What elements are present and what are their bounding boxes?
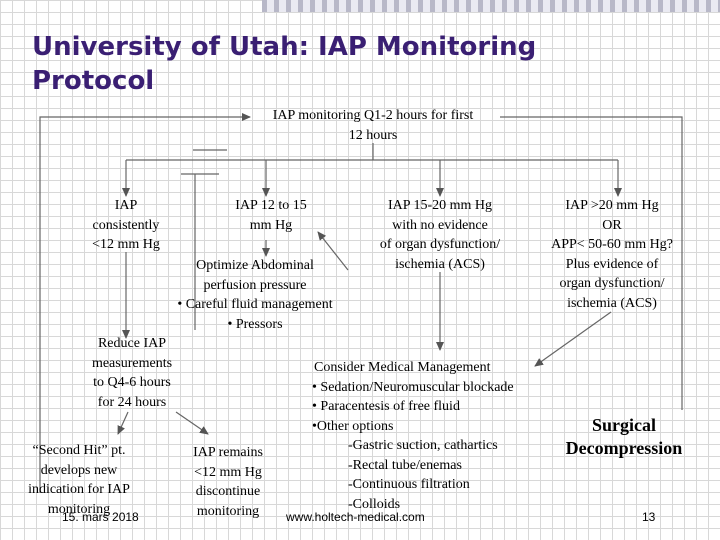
remains-line-1: IAP remains (193, 445, 263, 460)
branch-iap-12-15: IAP 12 to 15 mm Hg (216, 196, 326, 235)
optimize-line-1: Optimize Abdominal (196, 258, 314, 273)
footer-url: www.holtech-medical.com (286, 510, 425, 524)
medical-heading: Consider Medical Management (314, 360, 491, 375)
reduce-line-4: for 24 hours (97, 394, 167, 410)
root-line-2: 12 hours (348, 127, 398, 143)
mid-line-1: IAP 12 to 15 (235, 198, 307, 213)
high-line-3: of organ dysfunction/ (379, 237, 501, 252)
footer-page-number: 13 (642, 510, 656, 524)
root-monitoring-node: IAP monitoring Q1-2 hours for first 12 h… (258, 106, 488, 145)
medical-sub-1: -Gastric suction, cathartics (348, 438, 498, 453)
second-hit-line-4: monitoring (47, 501, 111, 517)
severe-line-6: ischemia (ACS) (567, 295, 657, 311)
medical-bullet-1: • Sedation/Neuromuscular blockade (312, 379, 514, 395)
branch-iap-15-20: IAP 15-20 mm Hg with no evidence of orga… (360, 196, 520, 274)
branch-iap-over-20: IAP >20 mm Hg OR APP< 50-60 mm Hg? Plus … (528, 196, 696, 313)
arrow-reduce-to-remains (175, 411, 209, 435)
medical-bullet-3: •Other options (312, 418, 394, 434)
remains-line-3: discontinue (195, 484, 261, 499)
root-line-1: IAP monitoring Q1-2 hours for first (272, 108, 474, 123)
second-hit-line-3: indication for IAP (28, 482, 130, 497)
reduce-line-2: measurements (91, 355, 173, 371)
surgical-line-2: Decompression (565, 438, 683, 458)
medical-sub-2: -Rectal tube/enemas (348, 457, 462, 473)
arrow-severe-to-medical (534, 311, 612, 367)
footer-date: 15. mars 2018 (62, 510, 139, 524)
mid-line-2: mm Hg (249, 217, 293, 233)
remains-line-2: <12 mm Hg (194, 464, 262, 480)
remains-line-4: monitoring (196, 503, 260, 519)
consistent-line-1: IAP (114, 198, 138, 213)
arrow-medical-to-mid (317, 231, 349, 271)
optimize-perfusion-node: Optimize Abdominal perfusion pressure • … (150, 256, 360, 334)
iap-remains-node: IAP remains <12 mm Hg discontinue monito… (178, 443, 278, 521)
reduce-line-1: Reduce IAP (97, 336, 167, 351)
high-line-4: ischemia (ACS) (395, 256, 485, 272)
loop-left-outer (39, 113, 251, 493)
consistent-line-2: consistently (92, 217, 160, 233)
optimize-line-2: perfusion pressure (203, 277, 307, 293)
loop-right-outer (500, 116, 683, 410)
second-hit-line-1: “Second Hit” pt. (32, 443, 126, 458)
arrow-reduce-to-secondhit (117, 411, 129, 435)
second-hit-line-2: develops new (40, 462, 118, 478)
medical-sub-3: -Continuous filtration (348, 477, 470, 492)
severe-line-4: Plus evidence of (565, 256, 659, 272)
surgical-decompression-node: Surgical Decompression (554, 414, 694, 460)
severe-line-3: APP< 50-60 mm Hg? (551, 237, 673, 252)
consistent-line-3: <12 mm Hg (92, 237, 160, 252)
page-title: University of Utah: IAP Monitoring Proto… (32, 32, 537, 96)
surgical-line-1: Surgical (591, 415, 656, 435)
high-line-1: IAP 15-20 mm Hg (387, 198, 493, 213)
reduce-measurements-node: Reduce IAP measurements to Q4-6 hours fo… (72, 334, 192, 412)
medical-management-node: Consider Medical Management • Sedation/N… (312, 358, 572, 514)
reduce-line-3: to Q4-6 hours (93, 375, 171, 390)
branch-iap-consistent: IAP consistently <12 mm Hg (76, 196, 176, 255)
severe-line-1: IAP >20 mm Hg (565, 198, 659, 213)
medical-sub-4: -Colloids (348, 496, 401, 512)
medical-bullet-2: • Paracentesis of free fluid (312, 399, 460, 414)
second-hit-node: “Second Hit” pt. develops new indication… (8, 441, 150, 519)
severe-line-2: OR (602, 217, 622, 233)
optimize-line-4: • Pressors (227, 316, 283, 332)
header-band-decoration (262, 0, 720, 12)
severe-line-5: organ dysfunction/ (559, 276, 665, 291)
high-line-2: with no evidence (392, 217, 488, 233)
optimize-line-3: • Careful fluid management (177, 297, 333, 312)
